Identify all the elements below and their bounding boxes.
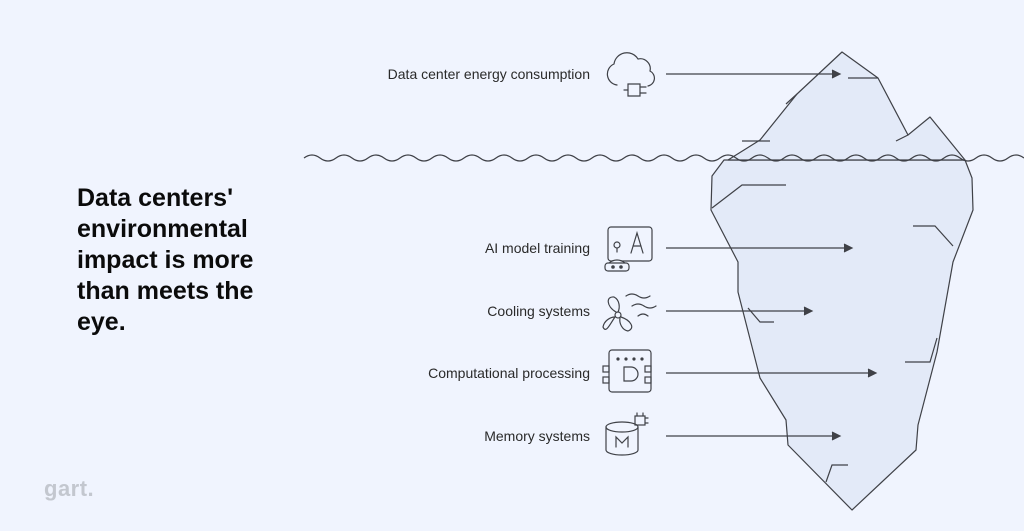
iceberg-underwater [710,159,974,511]
headline-line: impact is more [77,246,254,274]
headline-line: eye. [77,308,126,336]
label-cooling-systems: Cooling systems [487,303,590,319]
headline-line: than meets the [77,277,254,305]
label-energy-consumption: Data center energy consumption [387,66,590,82]
memory-database-icon [605,412,649,456]
iceberg-details [711,77,954,483]
label-memory-systems: Memory systems [484,428,590,444]
headline-line: Data centers' [77,184,234,212]
cloud-plug-icon [606,52,656,97]
brand-logo: gart. [44,476,95,501]
label-computational-processing: Computational processing [428,365,590,381]
headline-line: environmental [77,215,248,243]
fan-icon [602,293,657,332]
iceberg-tip [727,51,966,161]
ai-robot-icon [604,226,653,272]
label-ai-model-training: AI model training [484,240,590,256]
headline: Data centers' environmental impact is mo… [77,183,317,338]
processor-chip-icon [602,349,652,393]
water-line [303,154,1024,162]
arrows [666,69,878,441]
